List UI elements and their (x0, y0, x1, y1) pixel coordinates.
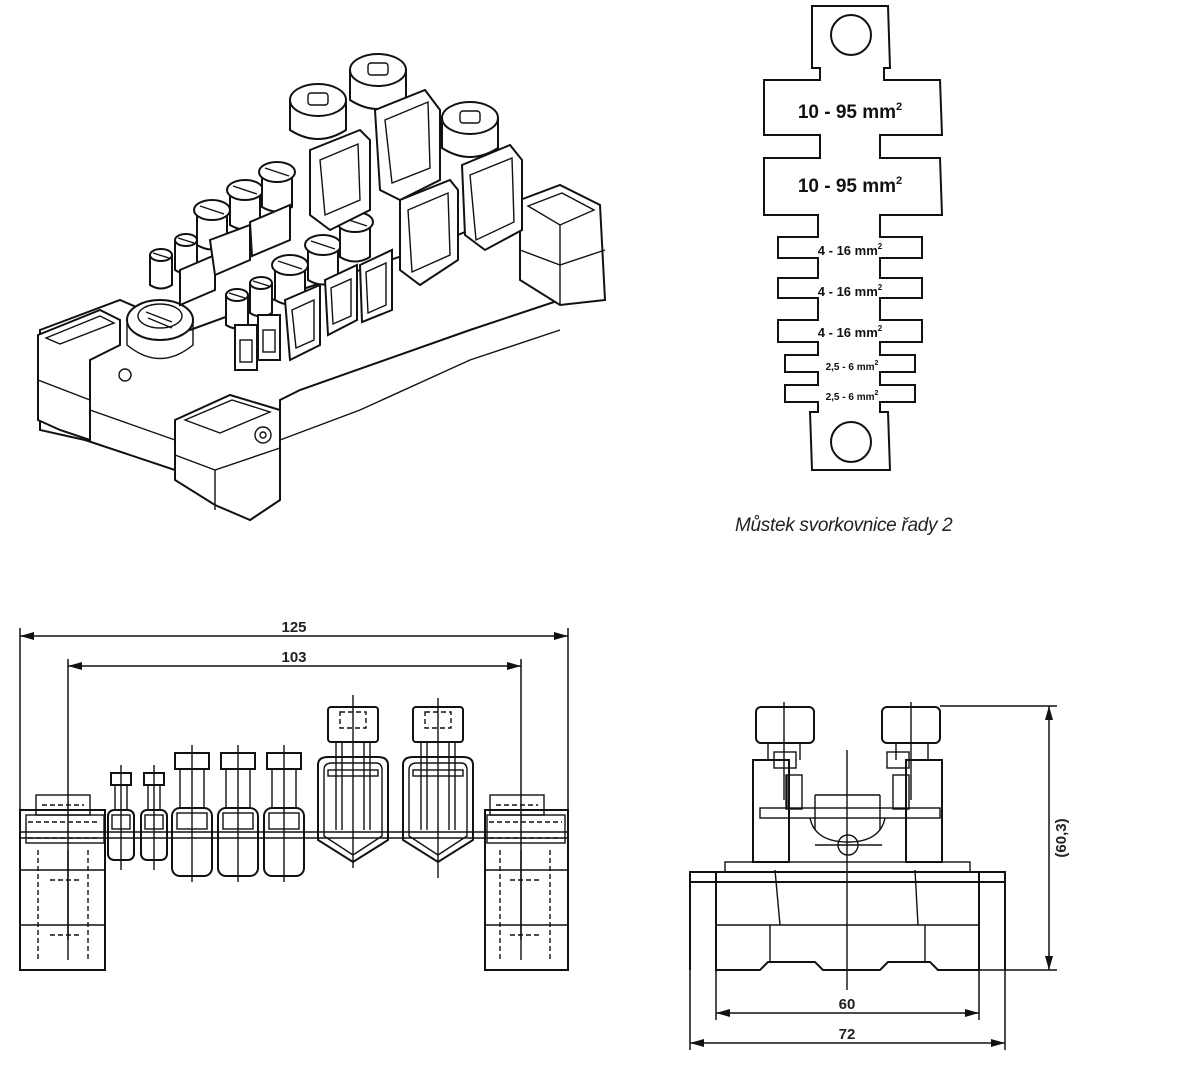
dimension-125-label: 125 (281, 619, 306, 636)
dimension-103-label: 103 (281, 649, 306, 666)
back-end-block (519, 183, 607, 307)
front-small-terminals (107, 765, 168, 870)
left-end-block (37, 308, 121, 442)
side-screw-left (755, 706, 815, 744)
label-slot-7: 2,5 - 6 mm2 (826, 390, 879, 403)
label-plate: 10 - 95 mm2 10 - 95 mm2 4 - 16 mm2 4 - 1… (763, 5, 944, 471)
dimension-height-label: (60,3) (1053, 818, 1070, 857)
small-screws (149, 233, 281, 371)
medium-screws (193, 161, 393, 362)
front-view: 125 103 (19, 619, 569, 971)
label-slot-5: 4 - 16 mm2 (818, 324, 883, 340)
dimension-72-label: 72 (839, 1026, 856, 1043)
label-slot-6: 2,5 - 6 mm2 (826, 360, 879, 373)
front-left-block (19, 794, 106, 971)
front-medium-terminals (171, 745, 305, 882)
label-slot-4: 4 - 16 mm2 (818, 283, 883, 299)
mounting-hole-top (830, 14, 872, 56)
label-plate-outline (763, 5, 944, 471)
side-view: (60,3) 60 72 (689, 702, 1070, 1050)
label-slot-3: 4 - 16 mm2 (818, 242, 883, 258)
mounting-hole-bottom (830, 421, 872, 463)
large-screws (289, 53, 523, 287)
round-screw-head (126, 299, 194, 341)
front-right-block (484, 794, 569, 971)
isometric-view (37, 53, 607, 522)
front-large-terminals (317, 695, 474, 878)
label-slot-1: 10 - 95 mm2 (798, 101, 902, 123)
label-slot-2: 10 - 95 mm2 (798, 175, 902, 197)
dimension-60-label: 60 (839, 996, 856, 1013)
figure-caption: Můstek svorkovnice řady 2 (735, 515, 953, 536)
